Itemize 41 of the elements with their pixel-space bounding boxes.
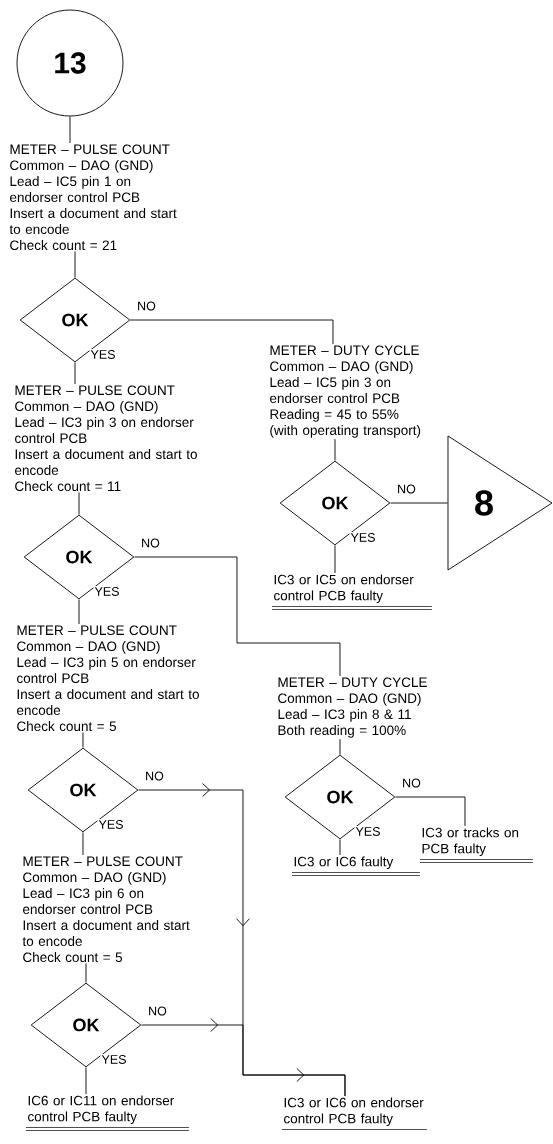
connector-line xyxy=(78,492,80,515)
edge-label: YES xyxy=(97,819,125,830)
result-text: IC3 or IC6 faulty xyxy=(291,856,421,876)
connector-line xyxy=(74,362,76,385)
connector-triangle: 8 xyxy=(447,435,553,571)
edge-label: YES xyxy=(354,826,382,837)
instruction-text: METER – PULSE COUNT Common – DAO (GND) Lead – IC3 pin 6 on endorser control PCB Insert a document and start to encode Check count = 5 xyxy=(22,856,190,962)
edge-label: YES xyxy=(349,532,377,543)
connector-line xyxy=(339,738,341,755)
connector-line xyxy=(134,556,341,677)
connector-line xyxy=(82,832,84,856)
edge-label: NO xyxy=(144,770,165,782)
instruction-text: METER – DUTY CYCLE Common – DAO (GND) Lead – IC3 pin 8 & 11 Both reading = 100% xyxy=(278,677,427,738)
edge-label: NO xyxy=(396,483,417,495)
instruction-text: METER – PULSE COUNT Common – DAO (GND) Lead – IC5 pin 1 on endorser control PCB Insert a document and start to encode Check count = 21 xyxy=(9,144,177,250)
result-text: IC3 or tracks on PCB faulty xyxy=(419,827,534,863)
result-text: IC3 or IC6 on endorser control PCB faulty xyxy=(281,1097,428,1130)
connector-line xyxy=(339,839,341,856)
connector-line xyxy=(334,438,336,461)
result-text: IC6 or IC11 on endorser control PCB faulty xyxy=(25,1095,190,1131)
edge-label: NO xyxy=(136,300,157,312)
result-text: IC3 or IC5 on endorser control PCB faulty xyxy=(271,574,433,610)
connector-line xyxy=(390,502,448,504)
edge-label: YES xyxy=(89,349,117,360)
edge-label: NO xyxy=(401,777,422,789)
connector-line xyxy=(78,599,80,625)
connector-line xyxy=(85,1067,87,1095)
edge-label: NO xyxy=(140,537,161,549)
connector-line xyxy=(82,732,84,748)
instruction-text: METER – PULSE COUNT Common – DAO (GND) Lead – IC3 pin 5 on endorser control PCB Insert a document and start to encode Check count = 5 xyxy=(17,625,199,731)
edge-label: YES xyxy=(100,1054,128,1065)
connector-line xyxy=(395,796,466,827)
edge-label: NO xyxy=(147,1005,168,1017)
instruction-text: METER – PULSE COUNT Common – DAO (GND) Lead – IC3 pin 3 on endorser control PCB Insert a document and start to encode Check count = 11 xyxy=(15,385,197,491)
connector-line xyxy=(74,251,76,278)
edge-label: YES xyxy=(93,586,121,597)
connector-line xyxy=(69,116,71,144)
connector-line xyxy=(85,963,87,983)
connector-line xyxy=(130,319,334,345)
instruction-text: METER – DUTY CYCLE Common – DAO (GND) Lead – IC5 pin 3 on endorser control PCB Reading = 45 to 55% (with operating transport) xyxy=(270,345,421,438)
connector-line xyxy=(334,545,336,574)
